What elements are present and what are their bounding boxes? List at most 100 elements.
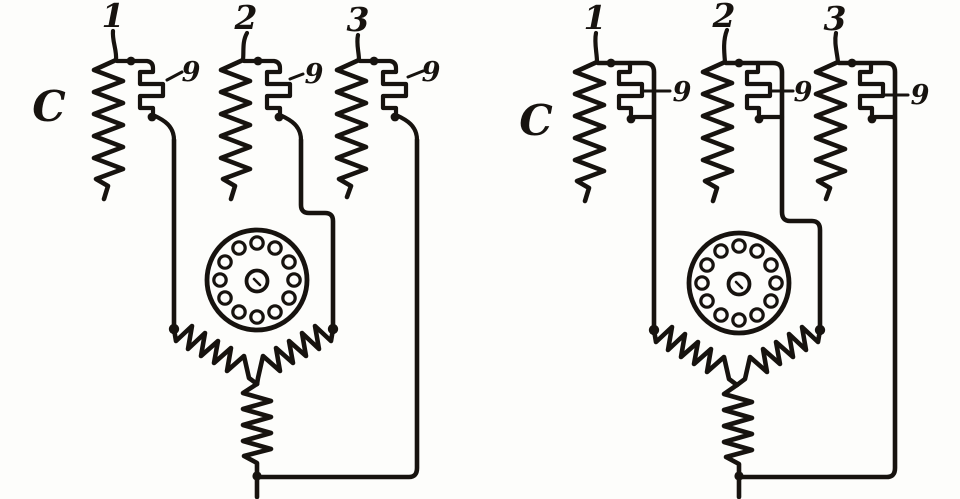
line-3-label: 3 bbox=[347, 0, 370, 39]
line-1-lead bbox=[593, 30, 600, 65]
rotor-slot bbox=[749, 307, 765, 323]
shaft-tick bbox=[734, 280, 744, 290]
rotor-slot bbox=[699, 293, 715, 309]
rotor-slot bbox=[267, 304, 283, 320]
right-phase-1: 1 9 bbox=[572, 0, 692, 332]
rotor-slot bbox=[281, 254, 297, 270]
label-leader bbox=[165, 70, 184, 82]
stator-resistor-3 bbox=[334, 57, 369, 200]
cutout-1-label: 9 bbox=[673, 77, 692, 108]
rotor-slot bbox=[217, 290, 233, 306]
junction-dot bbox=[626, 114, 636, 124]
rotor-slot bbox=[713, 243, 729, 259]
junction-dot bbox=[734, 58, 744, 68]
left-phase-2: 2 9 bbox=[218, 0, 336, 332]
cutout-grid-1 bbox=[114, 58, 177, 143]
rotor-slot bbox=[231, 304, 247, 320]
line-2-label: 2 bbox=[234, 0, 258, 37]
rotor-slot bbox=[699, 257, 715, 273]
line-3-label: 3 bbox=[824, 0, 847, 38]
junction-dot bbox=[369, 56, 379, 66]
shaft-tick bbox=[252, 277, 262, 287]
junction-dot bbox=[147, 112, 157, 122]
rotor-arm-resistor-left bbox=[171, 323, 260, 387]
rotor-ring bbox=[686, 230, 792, 336]
phase-2-wire bbox=[298, 137, 336, 332]
junction-dot bbox=[390, 112, 400, 122]
junction-dot bbox=[126, 56, 136, 66]
phase-3-wire-and-return bbox=[737, 60, 898, 480]
rotor-slot bbox=[212, 272, 228, 288]
rotor-slot bbox=[249, 235, 265, 251]
left-rotor-star bbox=[168, 323, 339, 499]
left-rotor bbox=[204, 227, 310, 333]
cutout-1-label: 9 bbox=[182, 57, 201, 88]
rotor-slot bbox=[731, 238, 747, 254]
cutout-grid-2 bbox=[241, 58, 304, 143]
cutout-3-label: 9 bbox=[422, 57, 441, 88]
right-phase-3: 3 9 bbox=[737, 0, 930, 480]
left-phase-1: 1 9 bbox=[91, 0, 201, 332]
right-phase-2: 2 9 bbox=[700, 0, 823, 332]
rotor-slot bbox=[281, 290, 297, 306]
phase-1-wire-with-shunt bbox=[595, 60, 657, 332]
stator-resistor-2 bbox=[218, 57, 253, 202]
line-3-lead bbox=[833, 30, 841, 65]
stator-coil-label: C bbox=[519, 96, 553, 145]
stator-resistor-3 bbox=[813, 59, 848, 202]
rotor-slot bbox=[763, 257, 779, 273]
rotor-slot bbox=[768, 275, 784, 291]
rotor-slot bbox=[267, 240, 283, 256]
cutout-3-label: 9 bbox=[911, 80, 930, 111]
line-2-lead bbox=[240, 30, 250, 63]
right-rotor bbox=[686, 230, 792, 336]
junction-dot bbox=[754, 114, 764, 124]
rotor-slot bbox=[749, 243, 765, 259]
cutout-grid-2 bbox=[744, 60, 773, 122]
rotor-slot bbox=[217, 254, 233, 270]
rotor-slot bbox=[694, 275, 710, 291]
stator-resistor-1 bbox=[91, 57, 126, 202]
rotor-slot bbox=[231, 240, 247, 256]
junction-dot bbox=[847, 58, 857, 68]
rotor-arm-resistor-right bbox=[254, 323, 336, 387]
neutral-resistor bbox=[721, 382, 755, 477]
line-2-lead bbox=[722, 27, 730, 65]
rotor-slot bbox=[286, 272, 302, 288]
line-2-label: 2 bbox=[712, 0, 736, 35]
rotor-arm-resistor-left bbox=[651, 324, 740, 388]
neutral-resistor bbox=[240, 381, 274, 477]
cutout-2-label: 9 bbox=[794, 77, 813, 108]
junction-dot bbox=[253, 56, 263, 66]
label-leader bbox=[288, 72, 305, 81]
junction-dot bbox=[606, 58, 616, 68]
phase-3-wire-and-return bbox=[255, 137, 420, 480]
rotor-slot bbox=[731, 312, 747, 328]
line-3-lead bbox=[355, 32, 362, 63]
stator-coil-label: C bbox=[32, 82, 66, 131]
junction-dot bbox=[274, 112, 284, 122]
label-leader bbox=[406, 69, 425, 79]
rotor-hub bbox=[244, 268, 270, 294]
left-diagram: C 1 9 2 9 3 bbox=[32, 0, 441, 499]
rotor-hub bbox=[726, 271, 752, 297]
junction-dot bbox=[867, 114, 877, 124]
cutout-grid-3 bbox=[857, 60, 886, 122]
rotor-arm-resistor-right bbox=[734, 324, 823, 388]
cutout-grid-1 bbox=[616, 60, 645, 122]
rotor-slot bbox=[763, 293, 779, 309]
phase-2-wire-with-shunt bbox=[723, 60, 823, 332]
right-diagram: C 1 9 2 9 3 bbox=[519, 0, 930, 499]
line-1-label: 1 bbox=[584, 0, 607, 37]
stator-resistor-2 bbox=[700, 59, 735, 204]
right-rotor-star bbox=[648, 324, 826, 499]
line-1-label: 1 bbox=[102, 0, 125, 35]
rotor-slot bbox=[249, 309, 265, 325]
rotor-ring bbox=[204, 227, 310, 333]
rotor-slot bbox=[713, 307, 729, 323]
cutout-2-label: 9 bbox=[305, 59, 324, 90]
stator-resistor-1 bbox=[572, 59, 607, 204]
line-1-lead bbox=[110, 28, 119, 63]
